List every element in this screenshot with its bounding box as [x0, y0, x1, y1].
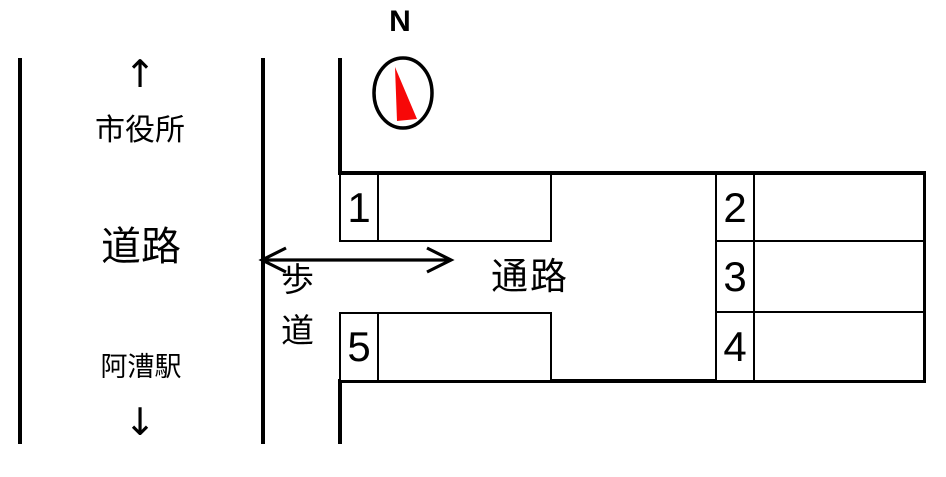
space-3-number-cell: 3 [717, 242, 755, 311]
station-label: 阿漕駅 [100, 352, 182, 382]
road-left-edge-line [18, 58, 22, 444]
sidewalk-label-char-1: 歩 [281, 261, 314, 298]
sidewalk-width-arrow-icon [258, 246, 455, 274]
space-2-number-cell: 2 [717, 175, 755, 240]
parking-space-3: 3 [715, 240, 925, 313]
parking-space-4: 4 [715, 311, 925, 382]
road-sidewalk-boundary-line [261, 58, 265, 444]
space-5-number: 5 [347, 323, 371, 370]
north-label: N [389, 5, 411, 38]
parcel-bottom-edge-line [338, 379, 926, 383]
space-4-number: 4 [723, 322, 747, 370]
space-4-number-cell: 4 [717, 313, 755, 380]
space-1-number-cell: 1 [341, 175, 379, 240]
sidewalk-label-char-2: 道 [281, 312, 314, 349]
compass-ring [372, 56, 434, 130]
space-5-number-cell: 5 [341, 314, 379, 380]
parcel-top-edge-line [338, 171, 926, 175]
parking-space-5: 5 [339, 312, 552, 382]
space-3-number: 3 [723, 252, 747, 300]
aisle-label: 通路 [491, 256, 569, 297]
compass-icon [372, 56, 434, 130]
sidewalk-parcel-boundary-lower-line [338, 379, 342, 444]
space-1-number: 1 [347, 183, 371, 231]
station-direction-arrow-icon: ↓ [124, 400, 156, 444]
road-label: 道路 [101, 225, 181, 269]
city-hall-direction-arrow-icon: ↑ [124, 52, 156, 96]
parking-space-2: 2 [715, 173, 925, 242]
city-hall-label: 市役所 [95, 114, 185, 147]
parking-space-1: 1 [339, 173, 552, 242]
compass-needle-icon [395, 67, 417, 121]
space-2-number: 2 [723, 183, 747, 231]
sidewalk-parcel-boundary-upper-line [338, 58, 342, 175]
